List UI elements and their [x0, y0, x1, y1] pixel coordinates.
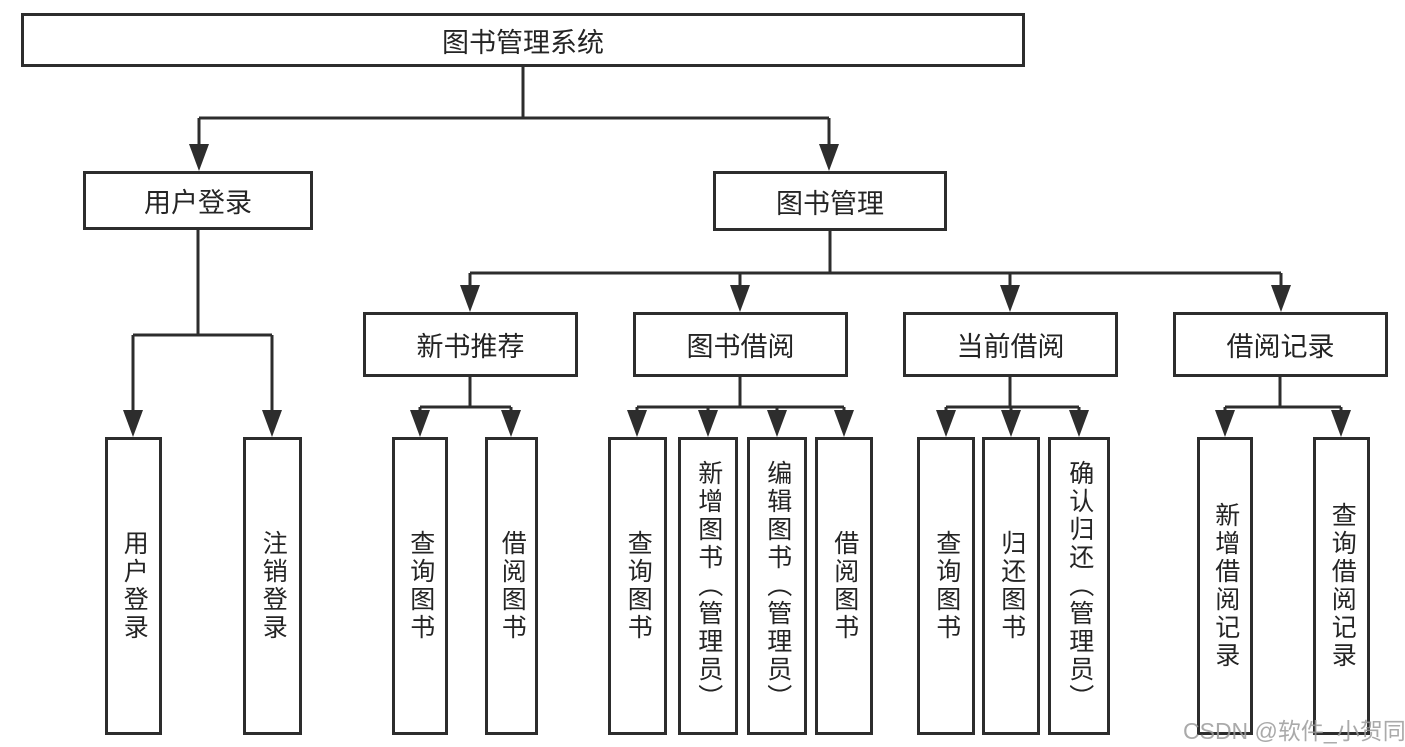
node-book-borrowing: 图书借阅	[633, 312, 848, 377]
node-label: 新增借阅记录	[1211, 502, 1240, 670]
node-label: 当前借阅	[956, 332, 1065, 362]
leaf-edit-books-admin: 编辑图书（管理员）	[747, 437, 807, 735]
node-label: 新书推荐	[416, 332, 525, 362]
node-library-management-system: 图书管理系统	[21, 13, 1025, 67]
leaf-borrow-books-2: 借阅图书	[815, 437, 873, 735]
node-label: 图书管理	[776, 188, 884, 219]
leaf-query-books-3: 查询图书	[917, 437, 975, 735]
node-label: 确认归还（管理员）	[1065, 460, 1094, 712]
leaf-user-login: 用户登录	[105, 437, 162, 735]
node-label: 编辑图书（管理员）	[763, 460, 792, 712]
leaf-logout: 注销登录	[243, 437, 302, 735]
csdn-watermark: CSDN @软件_小贺同学	[1183, 718, 1405, 744]
leaf-add-books-admin: 新增图书（管理员）	[678, 437, 738, 735]
node-label: 查询图书	[932, 530, 961, 642]
node-label: 图书借阅	[686, 332, 795, 362]
node-new-book-recommendation: 新书推荐	[363, 312, 578, 377]
leaf-query-books-2: 查询图书	[608, 437, 667, 735]
node-user-login: 用户登录	[83, 171, 313, 230]
node-label: 新增图书（管理员）	[694, 460, 723, 712]
leaf-borrow-books-1: 借阅图书	[485, 437, 538, 735]
leaf-query-borrow-record: 查询借阅记录	[1313, 437, 1370, 735]
node-label: 借阅图书	[498, 530, 527, 642]
leaf-add-borrow-record: 新增借阅记录	[1197, 437, 1253, 735]
node-label: 用户登录	[120, 530, 149, 642]
node-label: 归还图书	[997, 530, 1026, 642]
node-book-management: 图书管理	[713, 171, 947, 231]
leaf-query-books-1: 查询图书	[392, 437, 448, 735]
node-label: 借阅记录	[1226, 332, 1335, 362]
node-label: 借阅图书	[830, 530, 859, 642]
node-label: 查询图书	[406, 530, 435, 642]
node-label: 查询图书	[624, 530, 653, 642]
node-current-borrowing: 当前借阅	[903, 312, 1118, 377]
node-label: 查询借阅记录	[1328, 502, 1357, 670]
leaf-return-books: 归还图书	[982, 437, 1040, 735]
node-label: 图书管理系统	[442, 27, 604, 58]
node-label: 用户登录	[144, 188, 252, 218]
leaf-confirm-return-admin: 确认归还（管理员）	[1048, 437, 1110, 735]
node-borrowing-records: 借阅记录	[1173, 312, 1388, 377]
node-label: 注销登录	[259, 530, 288, 642]
